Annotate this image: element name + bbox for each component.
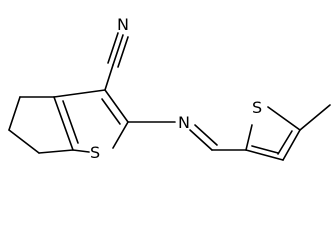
nitrile-n-label: N [117,15,129,34]
bond-t2-d [245,149,284,161]
bond-t1-b [104,89,129,123]
bond-t1-c [112,121,129,149]
nitrile-triple-3 [117,36,129,68]
bond-t2-c [282,129,301,161]
thiophene-s-label: S [252,98,262,117]
bond-t1-d [72,149,90,153]
bond-t2-c-inner [277,130,293,155]
bond-t1-b-inner [101,98,121,125]
bond-methyl [299,104,331,131]
bond-imine-double-2 [194,124,218,146]
ring-s-label: S [90,143,100,162]
bond-t2-d-inner [251,145,279,154]
nitrile-triple-2 [107,32,119,64]
nitrile-triple-1 [112,34,124,66]
bond-fusion-inner [62,100,79,144]
bond-imine-double-1 [189,129,213,151]
bond-to-nitrile [104,64,114,91]
bond-cp-4 [38,149,74,154]
bond-t1-a [53,89,106,98]
bond-cp-2 [8,96,21,131]
bond-cp-3 [8,129,40,154]
imine-n-label: N [178,113,190,132]
chemical-structure: N S N S [8,15,331,162]
bond-t2-b [267,106,301,131]
bond-fusion [53,96,74,151]
bond-t2-a [245,124,253,151]
